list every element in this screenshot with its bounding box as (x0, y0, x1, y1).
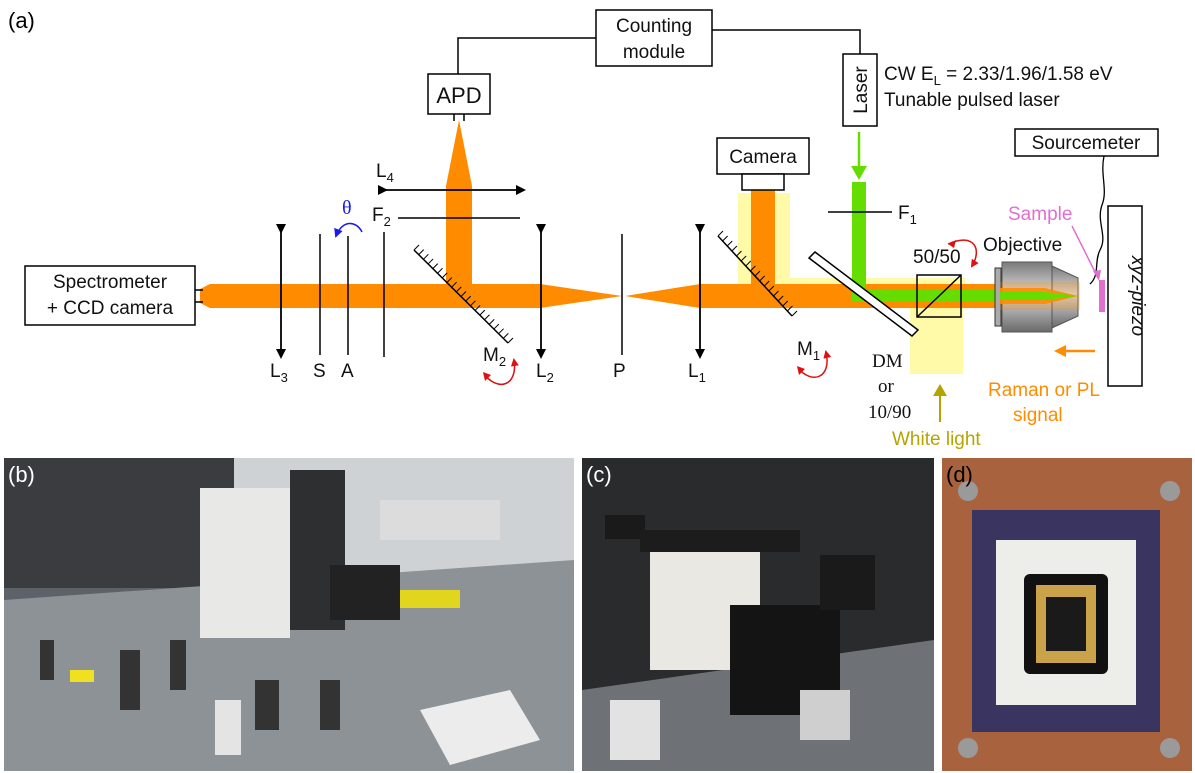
panel-label-b: (b) (8, 462, 35, 487)
mirror-hatch-mark (777, 295, 784, 302)
mirror-hatch-mark (446, 277, 453, 283)
mirror-hatch-mark (773, 290, 779, 297)
mirror-hatch-mark (484, 314, 490, 321)
mirror-hatch-mark (759, 275, 765, 282)
mirror-hatch-mark (787, 305, 793, 312)
svg-text:Spectrometer: Spectrometer (53, 272, 168, 293)
sample-label: Sample (1008, 204, 1072, 225)
mirror-hatch-mark (507, 337, 514, 344)
apd-detector: APD (427, 73, 491, 121)
mirror-hatch-mark (731, 245, 738, 252)
mirror-hatch-mark (455, 286, 462, 293)
svg-text:CW EL = 2.33/1.96/1.58 eV: CW EL = 2.33/1.96/1.58 eV (884, 64, 1113, 88)
svg-text:Tunable pulsed laser: Tunable pulsed laser (884, 90, 1060, 111)
objective-label: Objective (983, 235, 1062, 256)
mirror-hatch-mark (782, 300, 789, 307)
mirror-hatch-mark (413, 244, 420, 251)
mirror-hatch-mark (750, 265, 756, 272)
mirror-hatch-mark (754, 270, 761, 277)
svg-text:Laser: Laser (851, 66, 872, 114)
sourcemeter-wire (1089, 155, 1105, 285)
photo-b (4, 458, 574, 771)
svg-text:APD: APD (436, 83, 481, 108)
m2-rotate-arrow (483, 358, 519, 385)
photo-d (942, 458, 1192, 771)
l3-label: L3 (270, 361, 288, 385)
mirror-hatch-mark (465, 295, 472, 302)
svg-text:xyz-piezo: xyz-piezo (1127, 255, 1148, 336)
svg-text:Counting: Counting (616, 16, 692, 37)
spectrometer: Spectrometer + CCD camera (24, 265, 203, 326)
a-label: A (341, 361, 354, 382)
p-label: P (613, 361, 626, 382)
laser-info: CW EL = 2.33/1.96/1.58 eV Tunable pulsed… (884, 64, 1113, 111)
sample (1099, 280, 1105, 312)
dm-or: or (878, 376, 895, 397)
mirror-hatch-mark (498, 328, 504, 335)
mirror-hatch-mark (763, 280, 770, 287)
splitter-label: 50/50 (913, 247, 961, 268)
counting-module: Counting module (595, 9, 713, 67)
dm-label: DM (872, 351, 903, 372)
mirror-hatch-mark (736, 250, 742, 257)
mirror-hatch-mark (502, 332, 509, 339)
photo-c (582, 458, 934, 771)
mirror-hatch-mark (418, 249, 425, 256)
mirror-hatch-mark (423, 253, 429, 260)
mirror-hatch-mark (460, 291, 467, 297)
mirror-hatch-mark (432, 263, 439, 269)
dichroic-mirror (807, 251, 920, 337)
svg-text:+ CCD camera: + CCD camera (47, 298, 174, 319)
mirror-hatch-mark (474, 305, 481, 311)
theta-label: θ (342, 197, 352, 219)
svg-text:Sourcemeter: Sourcemeter (1032, 133, 1141, 154)
mirror-hatch-mark (488, 319, 495, 325)
svg-text:Camera: Camera (729, 147, 797, 168)
mirror-hatch-mark (451, 281, 457, 288)
f2-label: F2 (372, 205, 391, 229)
beam-splitter (916, 274, 962, 318)
sourcemeter: Sourcemeter (1014, 128, 1159, 157)
mirror-hatch-mark (493, 323, 500, 330)
mirror-hatch-mark (740, 255, 747, 262)
signal-label-2: signal (1013, 405, 1063, 426)
m1-label: M1 (797, 339, 820, 363)
mirror-hatch-mark (726, 240, 733, 247)
l2-label: L2 (536, 361, 554, 385)
camera: Camera (716, 137, 810, 191)
mirror-hatch-mark (768, 285, 775, 292)
panel-label-a: (a) (8, 8, 35, 33)
l4-label: L4 (376, 161, 394, 185)
mirror-hatch-mark (717, 230, 724, 237)
svg-text:module: module (623, 42, 685, 63)
laser-source: Laser (842, 53, 878, 127)
xyz-piezo-stage: xyz-piezo (1107, 205, 1148, 387)
mirror-hatch-mark (470, 300, 476, 307)
s-label: S (313, 361, 326, 382)
mirror-hatch-mark (427, 258, 434, 265)
theta-rotate-arrow (334, 222, 363, 238)
panel-label-c: (c) (586, 462, 612, 487)
l1-label: L1 (688, 361, 706, 385)
mirror-hatch-mark (437, 267, 443, 274)
m2-label: M2 (483, 345, 506, 369)
signal-label-1: Raman or PL (988, 380, 1100, 401)
mirror-hatch-mark (791, 310, 798, 317)
m1-rotate-arrow (797, 350, 832, 378)
white-light-label: White light (892, 429, 981, 450)
mirror-hatch-mark (479, 309, 486, 316)
mirror-hatch-mark (441, 272, 448, 279)
panel-label-d: (d) (946, 462, 973, 487)
dm-ratio: 10/90 (868, 402, 911, 423)
mirror-hatch-mark (722, 235, 728, 242)
mirror-hatch-mark (745, 260, 752, 267)
f1-label: F1 (898, 203, 917, 227)
